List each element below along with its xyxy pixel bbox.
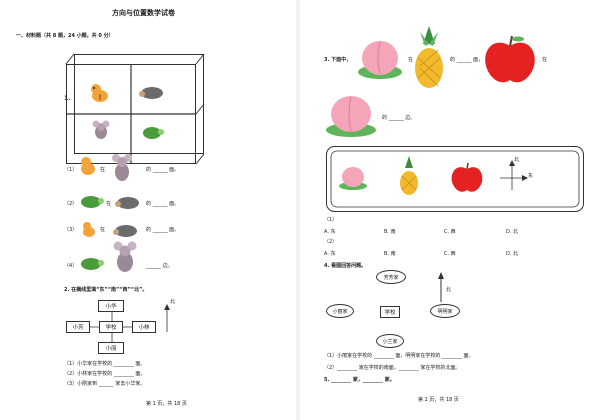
north-arrow-icon bbox=[438, 272, 444, 302]
q2-answer-1: （1）小华家在学校的 ________ 面。 bbox=[64, 361, 146, 367]
map-node-center: 学校 bbox=[380, 306, 400, 318]
option-2b: B. 南 bbox=[384, 251, 396, 257]
question-2-text: 2. 在横线里填“东”“南”“西”“北”。 bbox=[64, 287, 148, 293]
option-1b: B. 南 bbox=[384, 229, 396, 235]
q3-sub-1: （1） bbox=[324, 217, 338, 223]
north-arrow-icon bbox=[164, 304, 170, 332]
map-node-top: 小华 bbox=[98, 300, 124, 312]
map-node-right: 小林 bbox=[132, 321, 156, 333]
pineapple-icon bbox=[415, 26, 443, 88]
north-label: 北 bbox=[446, 287, 452, 293]
turtle-icon bbox=[143, 127, 164, 139]
hedgehog-icon bbox=[115, 197, 139, 209]
question-1-number: 1. bbox=[64, 95, 71, 102]
map-node-top: 芳芳家 bbox=[376, 270, 406, 284]
apple-icon bbox=[485, 35, 535, 83]
question-3-text: 3. 下面中， bbox=[324, 57, 352, 63]
section-heading: 一、材料题（共 8 题，24 小题，共 0 分） bbox=[16, 33, 114, 39]
peach-icon bbox=[339, 167, 367, 190]
option-2d: D. 北 bbox=[506, 251, 519, 257]
page-footer-left: 第 1 页，共 18 页 bbox=[146, 401, 187, 407]
tiger-icon bbox=[91, 84, 108, 102]
compass-north-label: 北 bbox=[514, 157, 520, 163]
tiger-icon bbox=[83, 222, 95, 237]
option-1c: C. 西 bbox=[444, 229, 456, 235]
compass-icon bbox=[500, 160, 528, 190]
q2-answer-2: （2）小林家在学校的 ________ 面。 bbox=[64, 371, 146, 377]
map-node-left: 小芳 bbox=[66, 321, 90, 333]
fruit-frame bbox=[326, 146, 584, 212]
mouse-icon bbox=[92, 120, 110, 139]
option-2c: C. 西 bbox=[444, 251, 456, 257]
hedgehog-icon bbox=[113, 225, 137, 237]
shelf-lines bbox=[65, 53, 205, 165]
question-5-text: 5. ________ 家，________ 家。 bbox=[324, 377, 395, 383]
peach-icon bbox=[358, 41, 402, 79]
hedgehog-icon bbox=[139, 87, 163, 99]
option-1a: A. 东 bbox=[324, 229, 336, 235]
pineapple-icon bbox=[400, 156, 418, 195]
exam-title: 方向与位置数学试卷 bbox=[112, 9, 175, 17]
option-1d: D. 北 bbox=[506, 229, 519, 235]
apple-icon bbox=[451, 162, 483, 192]
map-node-right: 明明家 bbox=[430, 304, 460, 318]
page-left: 方向与位置数学试卷 一、材料题（共 8 题，24 小题，共 0 分） 1. （1… bbox=[0, 0, 296, 420]
map-node-bottom: 小兰家 bbox=[376, 334, 404, 348]
question-4-text: 4. 看图回答问题。 bbox=[324, 263, 367, 269]
page-right: 3. 下面中， 在 的 ______ 面， 在 的 ______ 边。 bbox=[300, 0, 600, 420]
map-node-left: 小丽家 bbox=[326, 304, 354, 318]
map-node-center: 学校 bbox=[99, 321, 123, 333]
turtle-icon bbox=[81, 258, 104, 270]
peach-icon bbox=[326, 96, 376, 137]
q3-sub-2: （2） bbox=[324, 239, 338, 245]
q2-answer-3: （3）小刚家到 ______ 家去小华家。 bbox=[64, 381, 146, 387]
north-label: 北 bbox=[170, 299, 176, 305]
option-2a: A. 东 bbox=[324, 251, 336, 257]
map-node-bottom: 小丽 bbox=[98, 342, 124, 354]
q4-answer-1: （1）小丽家在学校的 ________ 面，明明家在学校的 ________ 面… bbox=[324, 353, 474, 359]
compass-east-label: 东 bbox=[528, 173, 534, 179]
tiger-icon bbox=[81, 157, 95, 175]
page-footer-right: 第 2 页，共 18 页 bbox=[418, 397, 459, 403]
mouse-icon bbox=[112, 154, 132, 181]
q4-answer-2: （2）________ 家在学校的南面，________ 家在学校的北面。 bbox=[324, 365, 461, 371]
mouse-icon bbox=[113, 241, 137, 272]
turtle-icon bbox=[81, 196, 104, 208]
